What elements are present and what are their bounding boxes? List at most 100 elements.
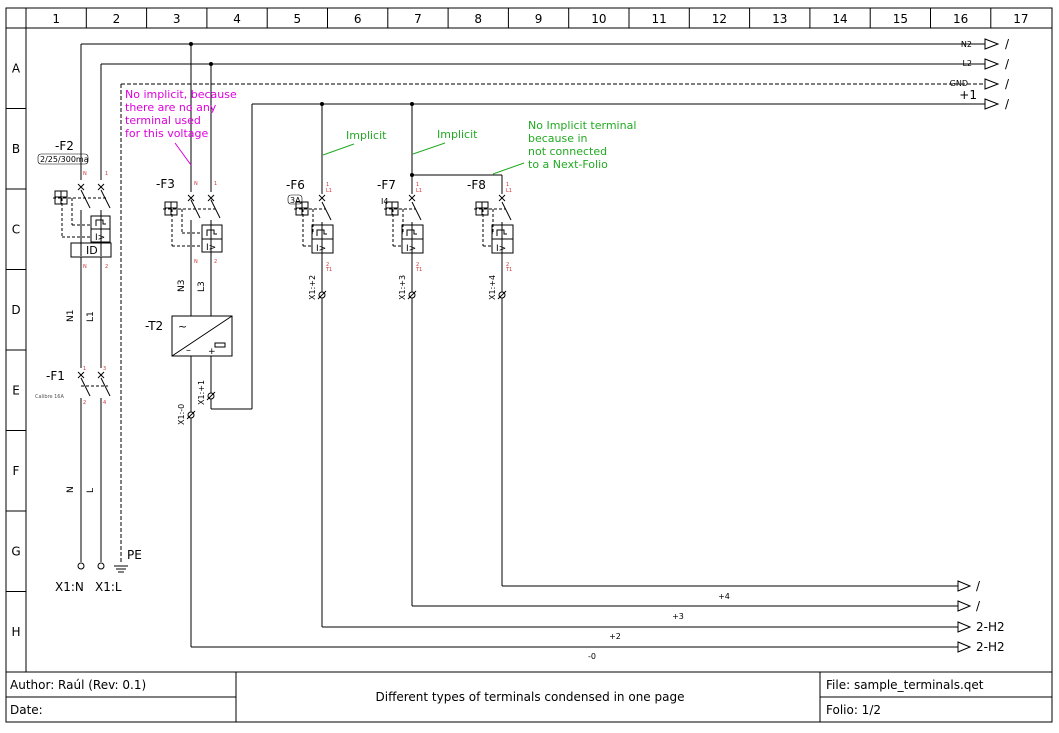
f3-magnetic-icon: I> <box>206 243 216 253</box>
pin-label: 2 <box>326 262 329 268</box>
branch-wiring <box>191 104 972 653</box>
bottom-bus-plus4-label: +4 <box>718 592 730 601</box>
pin-label: 1 <box>326 182 329 188</box>
pin-label: 3 <box>103 366 106 372</box>
pin-label: 1 <box>214 181 217 187</box>
wire-label-l: L <box>86 488 96 493</box>
row-header-E: E <box>12 383 20 397</box>
row-header-H: H <box>11 625 20 639</box>
terminal-x1-plus1: X1:+1 <box>197 380 206 405</box>
note-no-implicit-leader <box>174 142 192 166</box>
bottom-bus-minus0-target: 2-H2 <box>976 640 1005 654</box>
column-header-9: 9 <box>535 12 543 26</box>
row-header-D: D <box>11 303 20 317</box>
column-header-14: 14 <box>832 12 847 26</box>
terminal-x1-plus3: X1:+3 <box>398 275 407 300</box>
titleblock <box>6 672 1052 722</box>
f3-thermal-icon <box>206 229 217 236</box>
f1-rating: Calibre 16A <box>35 394 64 400</box>
f2-thermal-icon <box>95 219 106 226</box>
column-header-10: 10 <box>591 12 606 26</box>
column-header-4: 4 <box>233 12 241 26</box>
terminal-pe: PE <box>127 548 142 562</box>
column-header-15: 15 <box>893 12 908 26</box>
breaker-f8: I> <box>474 194 514 262</box>
wire-label-n: N <box>66 486 76 493</box>
note-implicit-1: Implicit <box>346 129 387 142</box>
pin-label: T1 <box>325 267 332 273</box>
magnetic-trip-icon: I> <box>406 244 416 254</box>
pin-label: N <box>194 259 198 265</box>
bottom-bus-plus2-label: +2 <box>609 632 621 641</box>
note-no-implicit-terminal: No Implicit terminal because in not conn… <box>528 119 636 171</box>
t2-label: -T2 <box>145 319 163 333</box>
bottom-bus-plus3-target: / <box>976 599 981 613</box>
pin-label: 2 <box>83 400 86 406</box>
note-no-implicit-terminal-leader <box>492 162 525 175</box>
f2-f1-pin-labels: N 1 N 2 1 3 2 4 <box>83 171 108 406</box>
f3-contact-marks <box>187 194 215 202</box>
row-header-C: C <box>12 222 20 236</box>
f3-label: -F3 <box>156 177 175 191</box>
column-header-8: 8 <box>474 12 482 26</box>
row-header-F: F <box>13 464 20 478</box>
t2-terminals <box>186 391 216 420</box>
f1-label: -F1 <box>46 369 65 383</box>
bottom-bus-minus0-label: -0 <box>588 652 596 661</box>
pin-label: 1 <box>506 182 509 188</box>
bus-l2-target: / <box>1005 57 1010 71</box>
outer-frame <box>5 7 1053 723</box>
pin-label: 1 <box>83 366 86 372</box>
pin-label: L1 <box>506 188 512 194</box>
note-no-implicit: No implicit, because there are no any te… <box>125 88 237 140</box>
note-line: because in <box>528 132 588 145</box>
column-header-1: 1 <box>52 12 60 26</box>
column-header-2: 2 <box>113 12 121 26</box>
terminal-x1-plus2: X1:+2 <box>308 275 317 300</box>
bus-gnd-label: GND <box>950 79 968 88</box>
f3-t2-wiring <box>163 44 253 647</box>
terminal-x1n: X1:N <box>55 580 84 594</box>
magnetic-trip-icon: I> <box>496 244 506 254</box>
bus-n2-label: N2 <box>961 40 972 49</box>
note-line: No Implicit terminal <box>528 119 636 132</box>
pin-label: N <box>83 264 87 270</box>
titleblock-file: File: sample_terminals.qet <box>826 678 984 692</box>
pin-label: T1 <box>415 267 422 273</box>
bus-l2-label: L2 <box>962 59 972 68</box>
f2-contact-marks <box>77 183 105 379</box>
t2-ac-symbol: ~ <box>178 320 187 333</box>
column-header-13: 13 <box>772 12 787 26</box>
bus-plus1-arrow <box>984 98 1000 110</box>
pin-label: 2 <box>506 262 509 268</box>
pin-label: 1 <box>416 182 419 188</box>
column-header-7: 7 <box>414 12 422 26</box>
breaker-f6: I> <box>294 194 334 262</box>
top-buses <box>81 38 1000 110</box>
t2-minus-symbol: – <box>186 345 191 356</box>
pin-label: N <box>194 181 198 187</box>
pin-label: N <box>83 171 87 177</box>
note-line: to a Next-Folio <box>528 158 608 171</box>
pin-label: 2 <box>105 264 108 270</box>
wire-label-n3: N3 <box>177 280 187 292</box>
pin-label: 2 <box>416 262 419 268</box>
bus-l2-arrow <box>984 58 1000 70</box>
f6-rating-box <box>287 194 303 205</box>
terminal-x1-plus4: X1:+4 <box>488 275 497 300</box>
terminal-x1l: X1:L <box>95 580 122 594</box>
note-line: not connected <box>528 145 607 158</box>
titleblock-folio: Folio: 1/2 <box>826 703 881 717</box>
branch-breakers: I> I> I> <box>294 194 514 262</box>
f8-label: -F8 <box>467 178 486 192</box>
f2-rating-box <box>37 153 89 165</box>
magnetic-trip-icon: I> <box>316 244 326 254</box>
main-supply-wiring <box>53 44 128 573</box>
note-line: for this voltage <box>125 127 209 140</box>
branch-pin-labels: 1 L1 2 T1 1 L1 2 T1 1 L1 2 T1 <box>325 182 512 273</box>
f7-label: -F7 <box>377 178 396 192</box>
f6-rating: 3A <box>290 196 301 205</box>
bottom-bus-plus3-label: +3 <box>672 612 684 621</box>
